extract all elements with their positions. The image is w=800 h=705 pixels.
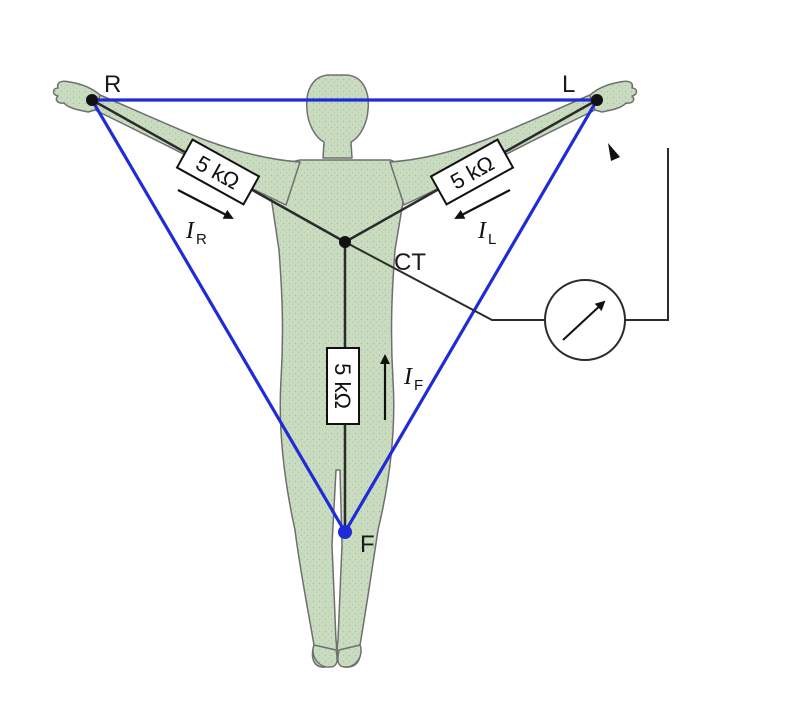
node-label-ct: CT bbox=[394, 249, 426, 276]
lead-ii-line bbox=[90, 99, 347, 533]
resistor-foot: 5 kΩ bbox=[326, 347, 360, 425]
node-label-l: L bbox=[562, 71, 575, 98]
current-arrow-left-icon bbox=[454, 189, 511, 219]
probe-arrow-icon bbox=[608, 143, 620, 161]
current-arrow-right-icon bbox=[177, 189, 234, 219]
resistor-foot-label: 5 kΩ bbox=[330, 363, 355, 409]
node-label-r: R bbox=[104, 71, 121, 98]
node-label-f: F bbox=[360, 531, 375, 558]
svg-text:F: F bbox=[414, 377, 423, 394]
wire-ct-meter bbox=[344, 241, 545, 321]
wire-meter-probe bbox=[625, 148, 669, 321]
lead-iii-line bbox=[343, 99, 599, 533]
current-label-foot: I F bbox=[403, 364, 423, 394]
meter-wiring bbox=[344, 148, 669, 321]
svg-text:I: I bbox=[403, 364, 413, 390]
voltmeter-icon bbox=[544, 279, 626, 361]
node-f-dot bbox=[338, 525, 352, 539]
node-r-dot bbox=[86, 94, 98, 106]
svg-text:I: I bbox=[477, 218, 487, 244]
svg-text:L: L bbox=[488, 231, 496, 248]
current-label-right: I R bbox=[185, 218, 207, 248]
svg-text:R: R bbox=[196, 231, 207, 248]
svg-text:I: I bbox=[185, 218, 195, 244]
einthoven-triangle bbox=[90, 98, 599, 533]
node-ct-dot bbox=[339, 236, 351, 248]
node-l-dot bbox=[591, 94, 603, 106]
current-label-left: I L bbox=[477, 218, 496, 248]
